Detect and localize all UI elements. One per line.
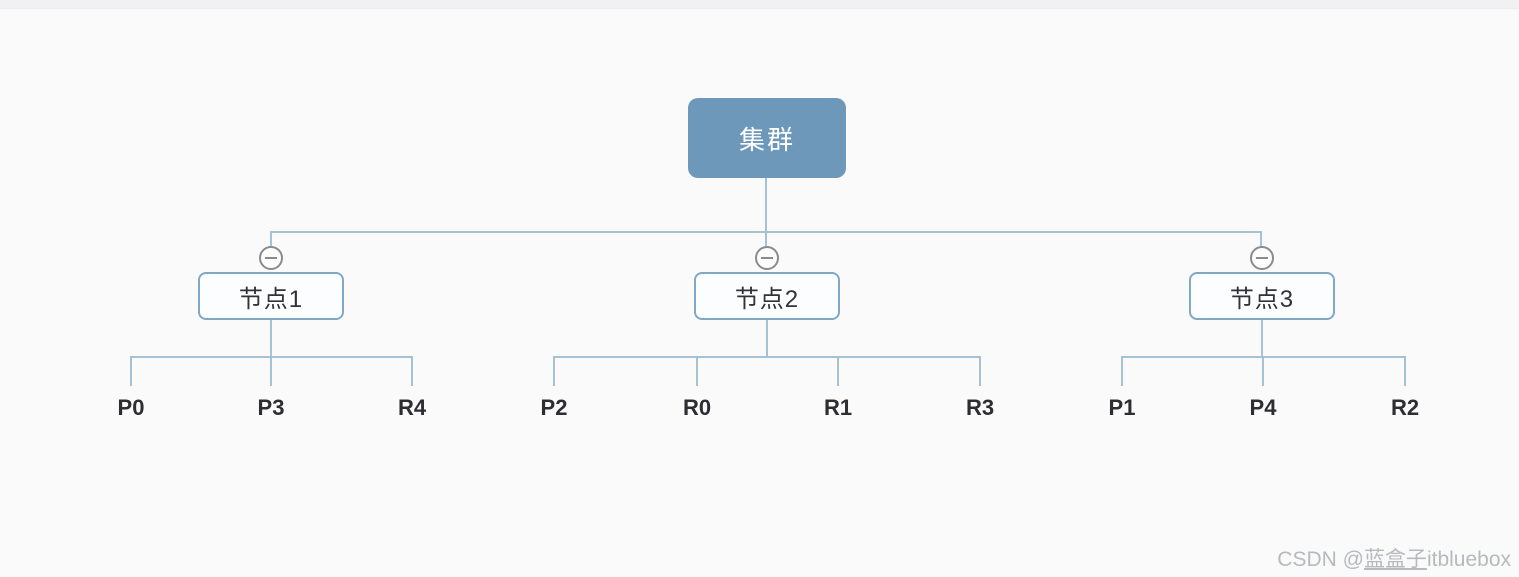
connector-leaf-stub (1262, 356, 1264, 386)
connector-drop-node1 (270, 320, 272, 356)
connector-leaf-stub (1121, 356, 1123, 386)
minus-icon (761, 257, 773, 259)
tree-root-label: 集群 (738, 124, 795, 155)
connector-root-drop (765, 178, 767, 231)
connector-drop-node2 (766, 320, 768, 356)
collapse-toggle-node1[interactable] (259, 246, 283, 270)
connector-group2-horizontal (553, 356, 981, 358)
tree-node-1[interactable]: 节点1 (198, 272, 344, 320)
leaf-node[interactable]: P2 (540, 395, 568, 420)
connector-leaf-stub (979, 356, 981, 386)
collapse-toggle-node2[interactable] (755, 246, 779, 270)
leaf-node[interactable]: P3 (257, 395, 285, 420)
csdn-watermark: CSDN @蓝盒子itbluebox (1277, 543, 1511, 573)
connector-leaf-stub (130, 356, 132, 386)
connector-leaf-stub (553, 356, 555, 386)
connector-stub-node2 (765, 232, 767, 246)
leaf-node[interactable]: P0 (117, 395, 145, 420)
minus-icon (265, 257, 277, 259)
connector-leaf-stub (1404, 356, 1406, 386)
collapse-toggle-node3[interactable] (1250, 246, 1274, 270)
tree-node-3[interactable]: 节点3 (1189, 272, 1335, 320)
watermark-handle: 蓝盒子 (1363, 548, 1427, 571)
watermark-suffix: itbluebox (1426, 548, 1511, 571)
leaf-node[interactable]: P1 (1108, 395, 1136, 420)
connector-stub-node3 (1260, 232, 1262, 246)
top-strip (0, 0, 1519, 9)
leaf-node[interactable]: R2 (1390, 395, 1420, 420)
leaf-node[interactable]: R0 (682, 395, 712, 420)
leaf-node[interactable]: P4 (1249, 395, 1277, 420)
connector-leaf-stub (411, 356, 413, 386)
connector-stub-node1 (270, 232, 272, 246)
leaf-node[interactable]: R3 (965, 395, 995, 420)
connector-drop-node3 (1261, 320, 1263, 356)
tree-node-2-label: 节点2 (734, 285, 800, 313)
connector-leaf-stub (270, 356, 272, 386)
tree-node-1-label: 节点1 (238, 285, 304, 313)
tree-node-2[interactable]: 节点2 (694, 272, 840, 320)
leaf-node[interactable]: R1 (823, 395, 853, 420)
tree-node-3-label: 节点3 (1229, 285, 1295, 313)
connector-leaf-stub (837, 356, 839, 386)
tree-root-node[interactable]: 集群 (688, 98, 846, 178)
watermark-prefix: CSDN @ (1277, 548, 1364, 571)
leaf-node[interactable]: R4 (397, 395, 427, 420)
connector-leaf-stub (696, 356, 698, 386)
minus-icon (1256, 257, 1268, 259)
